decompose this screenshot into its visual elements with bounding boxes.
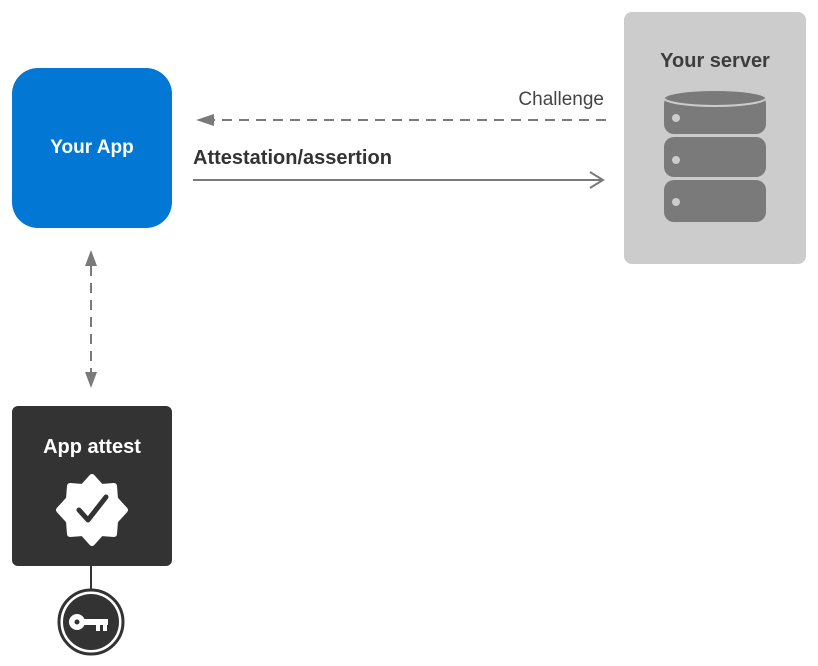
- attestation-label: Attestation/assertion: [193, 147, 392, 169]
- your-server-label: Your server: [660, 50, 770, 72]
- your-app-node: Your App: [12, 68, 172, 228]
- challenge-label: Challenge: [518, 89, 604, 110]
- attestation-arrow: [193, 171, 605, 189]
- key-icon: [57, 588, 125, 656]
- app-attest-link: [85, 250, 97, 388]
- app-attest-node: App attest: [12, 406, 172, 566]
- your-app-label: Your App: [50, 137, 134, 158]
- database-icon: [663, 89, 767, 222]
- app-attest-label: App attest: [43, 436, 141, 458]
- your-server-node: Your server: [624, 12, 806, 264]
- challenge-arrow: [196, 114, 606, 126]
- verified-badge-icon: [56, 474, 128, 546]
